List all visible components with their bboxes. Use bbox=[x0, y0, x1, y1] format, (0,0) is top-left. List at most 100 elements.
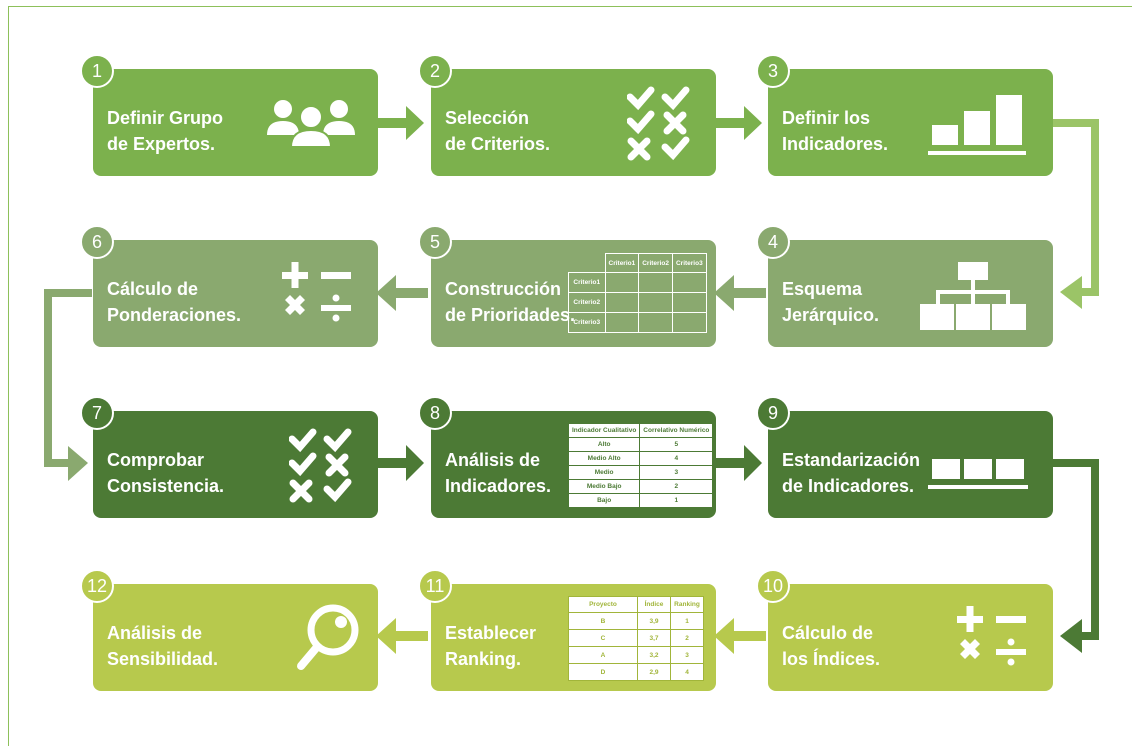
table-cell: Medio Bajo bbox=[567, 479, 641, 494]
step-title-line1: Comprobar bbox=[107, 450, 205, 470]
hierarchy-tree-icon bbox=[920, 262, 1026, 330]
step-number-badge: 8 bbox=[418, 396, 452, 430]
step-title: Selección de Criterios. bbox=[445, 105, 595, 157]
step-number-badge: 4 bbox=[756, 225, 790, 259]
step-title-line1: Análisis de bbox=[107, 623, 203, 643]
table-header: Criterio2 bbox=[638, 253, 673, 273]
table-cell: B bbox=[568, 612, 638, 630]
step-title-line2: Sensibilidad. bbox=[107, 649, 219, 669]
arrow-8-9 bbox=[716, 445, 762, 481]
step-title-line2: Jerárquico. bbox=[782, 305, 880, 325]
table-cell: Medio bbox=[567, 465, 641, 480]
table-cell: 4 bbox=[639, 451, 714, 466]
step-title-line2: de Prioridades. bbox=[445, 305, 576, 325]
step-title-line2: Consistencia. bbox=[107, 476, 225, 496]
step-title-line2: de Indicadores. bbox=[782, 476, 915, 496]
magnifying-glass-icon bbox=[297, 604, 359, 670]
table-cell: 2,9 bbox=[637, 663, 671, 681]
step-title-line2: de Criterios. bbox=[445, 134, 551, 154]
step-title-line1: Cálculo de bbox=[782, 623, 874, 643]
step-title-line1: Definir los bbox=[782, 108, 871, 128]
step-number-badge: 5 bbox=[418, 225, 452, 259]
table-header: Ranking bbox=[670, 596, 704, 613]
step-number-badge: 3 bbox=[756, 54, 790, 88]
table-cell: Alto bbox=[567, 437, 641, 452]
step-2-box: Selección de Criterios. bbox=[431, 69, 716, 176]
step-number-badge: 7 bbox=[80, 396, 114, 430]
step-title: Análisis de Indicadores. bbox=[445, 447, 595, 499]
step-number-badge: 2 bbox=[418, 54, 452, 88]
table-cell: 3 bbox=[670, 646, 704, 664]
table-cell: 2 bbox=[639, 479, 714, 494]
arrow-4-5 bbox=[714, 275, 766, 311]
step-title-line2: Indicadores. bbox=[445, 476, 552, 496]
checks-and-crosses-icon bbox=[627, 86, 690, 161]
table-header: Criterio1 bbox=[604, 253, 640, 273]
table-cell: 3 bbox=[639, 465, 714, 480]
step-title-line1: Establecer bbox=[445, 623, 537, 643]
table-cell: Bajo bbox=[567, 493, 641, 508]
bar-chart-icon bbox=[928, 95, 1026, 155]
step-number-badge: 11 bbox=[418, 569, 452, 603]
arrow-10-11 bbox=[714, 618, 766, 654]
step-1-box: Definir Grupo de Expertos. bbox=[93, 69, 378, 176]
step-12-box: Análisis de Sensibilidad. bbox=[93, 584, 378, 691]
step-title-line1: Selección bbox=[445, 108, 530, 128]
step-title-line2: Indicadores. bbox=[782, 134, 889, 154]
arrow-7-8 bbox=[378, 445, 424, 481]
group-people-icon bbox=[267, 100, 355, 148]
arrow-5-6 bbox=[376, 275, 428, 311]
step-title-line2: Ponderaciones. bbox=[107, 305, 242, 325]
table-cell: C bbox=[568, 629, 638, 647]
table-cell: 3,9 bbox=[637, 612, 671, 630]
table-cell: Medio Alto bbox=[567, 451, 641, 466]
table-cell: 1 bbox=[670, 612, 704, 630]
step-title: Análisis de Sensibilidad. bbox=[107, 620, 257, 672]
step-title-line1: Cálculo de bbox=[107, 279, 199, 299]
table-cell: 4 bbox=[670, 663, 704, 681]
outer-frame bbox=[8, 6, 1132, 746]
step-number-badge: 10 bbox=[756, 569, 790, 603]
arrow-11-12 bbox=[376, 618, 428, 654]
table-header: Índice bbox=[637, 596, 671, 613]
arrow-1-2 bbox=[378, 106, 424, 140]
step-title-line1: Definir Grupo bbox=[107, 108, 223, 128]
table-header: Criterio3 bbox=[671, 253, 707, 273]
connector-6-7 bbox=[44, 289, 92, 467]
step-number-badge: 12 bbox=[80, 569, 114, 603]
table-row-label: Criterio1 bbox=[568, 272, 606, 293]
step-number-badge: 9 bbox=[756, 396, 790, 430]
table-cell: 3,7 bbox=[637, 629, 671, 647]
step-title-line2: de Expertos. bbox=[107, 134, 216, 154]
step-title-line1: Esquema bbox=[782, 279, 863, 299]
step-number-badge: 6 bbox=[80, 225, 114, 259]
table-cell: 3,2 bbox=[637, 646, 671, 664]
math-operators-icon bbox=[957, 606, 1026, 666]
table-row-label: Criterio2 bbox=[568, 292, 606, 313]
step-title-line1: Análisis de bbox=[445, 450, 541, 470]
table-header: Proyecto bbox=[568, 596, 638, 613]
checks-and-crosses-icon bbox=[289, 428, 352, 503]
math-operators-icon bbox=[282, 262, 351, 322]
step-title: Cálculo de Ponderaciones. bbox=[107, 276, 257, 328]
table-cell: 2 bbox=[670, 629, 704, 647]
